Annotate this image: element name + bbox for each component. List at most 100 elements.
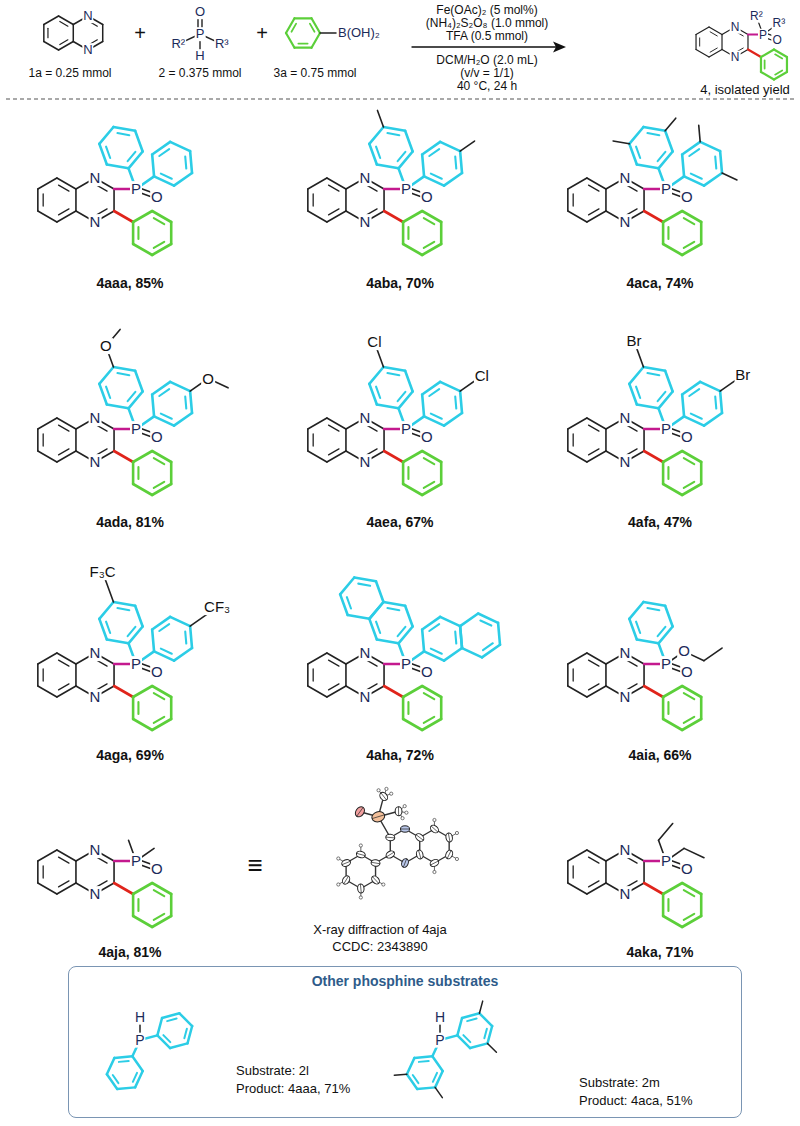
ortep-atom (371, 859, 381, 867)
aryl-ring (119, 1060, 129, 1063)
benzo-ring (568, 883, 587, 894)
phenyl-ring (684, 717, 694, 723)
phenyl-ring (286, 33, 295, 48)
pyrazine-ring (367, 660, 377, 666)
product-label: 4, isolated yield (699, 83, 791, 97)
aryl-ring (419, 1060, 429, 1063)
pyrazine-ring (97, 857, 107, 863)
benzo-ring (327, 451, 346, 462)
pyrazine-ring (113, 664, 115, 686)
compound-label: 4aja, 81% (97, 945, 162, 960)
c-c-bond (644, 686, 663, 697)
aryl-ring (682, 394, 684, 416)
phenyl-ring (682, 211, 701, 222)
benzo-ring (710, 32, 717, 36)
aryl-ring (99, 127, 113, 144)
atom-label: R³ (214, 37, 230, 51)
atom-label: N (89, 214, 102, 230)
ortep-atom (400, 858, 409, 869)
phenyl-ring (154, 458, 164, 464)
aryl-ring (398, 392, 406, 401)
phenyl-ring (403, 244, 422, 255)
aryl-ring (422, 154, 424, 176)
substrate-note: Substrate: 2l (236, 1063, 309, 1079)
phenyl-ring (663, 686, 682, 697)
aryl-ring (348, 615, 370, 619)
benzo-ring (589, 857, 599, 863)
aryl-ring (720, 151, 722, 173)
atom-label: N (359, 645, 372, 661)
benzo-ring (75, 429, 77, 451)
ortep-atom (370, 875, 381, 886)
phenyl-ring (152, 484, 171, 495)
aryl-ring (369, 602, 383, 619)
aryl-ring (643, 367, 665, 371)
ortep-hydrogen (433, 870, 436, 873)
phenyl-ring (170, 697, 173, 719)
c-c-bond (384, 686, 403, 697)
phenyl-ring (424, 717, 434, 723)
aryl-ring (159, 624, 169, 631)
phenyl-ring (424, 458, 434, 464)
phenyl-ring (422, 686, 441, 697)
atom-label: N (619, 454, 632, 470)
c-c-bond (644, 451, 663, 462)
aryl-ring (422, 617, 440, 630)
atom-label: P (660, 656, 672, 672)
atom-label: P (660, 421, 672, 437)
phenyl-ring (682, 883, 701, 894)
aryl-ring (107, 1074, 117, 1089)
benzo-ring (59, 857, 69, 863)
benzo-ring (589, 185, 599, 191)
phenyl-ring (663, 211, 682, 222)
ortep-atom (341, 874, 351, 885)
benzo-ring (605, 429, 607, 451)
aryl-ring (444, 173, 462, 186)
methyl-bond (377, 110, 383, 127)
atom-label: N (82, 9, 93, 23)
phenyl-ring (137, 467, 139, 479)
aryl-ring (422, 629, 424, 651)
aryl-ring (405, 606, 413, 627)
compound-label: 4aba, 70% (365, 276, 435, 291)
phenyl-ring (663, 244, 682, 255)
phenyl-ring (422, 451, 441, 462)
atom-label: P (660, 181, 672, 197)
benzo-ring (709, 50, 722, 58)
c-c-bond (384, 211, 403, 222)
aryl-ring (340, 577, 354, 594)
ortep-axis (342, 861, 350, 864)
compound-label: 4aha, 72% (365, 748, 435, 763)
phenyl-ring (154, 693, 164, 699)
aryl-ring (659, 626, 673, 643)
phenyl-ring (152, 244, 171, 255)
pyrazine-ring (627, 660, 637, 666)
ortep-hydrogen (403, 805, 406, 808)
aryl-ring (128, 152, 136, 161)
pyrazine-ring (643, 189, 645, 211)
benzo-ring (329, 425, 339, 431)
pyrazine-ring (97, 425, 107, 431)
atom-label: N (82, 43, 93, 57)
aryl-ring (152, 617, 170, 630)
c-c-bond (644, 883, 663, 894)
phenyl-ring (662, 222, 665, 244)
benzo-ring (329, 449, 339, 455)
atom-label: N (730, 21, 741, 34)
aryl-ring (152, 154, 154, 176)
ortep-axis (398, 807, 399, 816)
aryl-ring (167, 1019, 177, 1022)
benzo-ring (567, 189, 569, 211)
phenyl-ring (298, 43, 307, 45)
benzo-ring (568, 211, 587, 222)
aryl-ring (470, 1043, 487, 1048)
phenyl-ring (152, 883, 171, 894)
aryl-ring (188, 1026, 193, 1043)
methyl-bond (435, 1087, 442, 1097)
ortep-hydrogen (337, 857, 340, 860)
aryl-ring (433, 1073, 437, 1082)
aryl-ring (107, 640, 129, 644)
atom-label: P (660, 853, 672, 869)
atom-label: O (420, 429, 434, 445)
